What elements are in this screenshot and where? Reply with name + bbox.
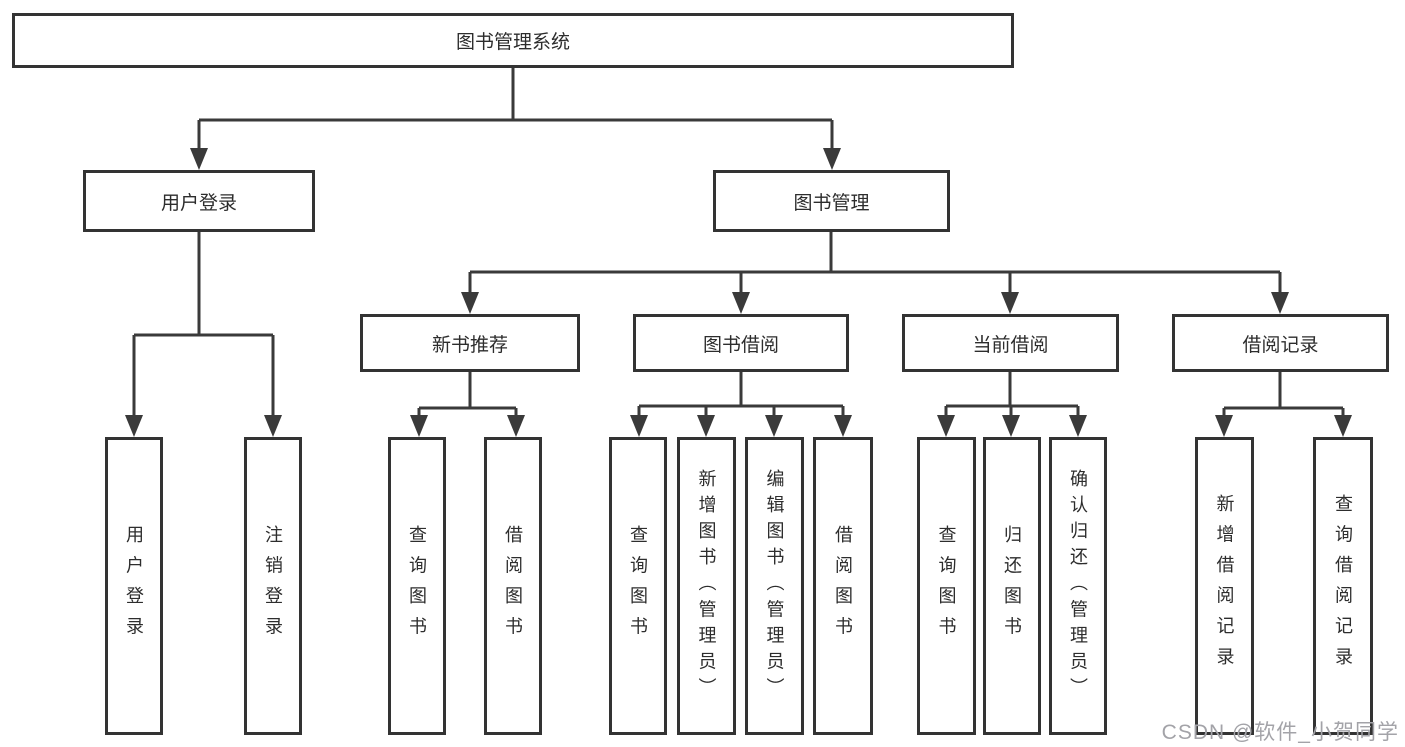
- arrowhead: [410, 415, 428, 437]
- arrowhead: [461, 292, 479, 314]
- leaf-query-books-recommend: 查询图书: [388, 437, 446, 735]
- csdn-watermark: CSDN @软件_小贺同学: [1161, 721, 1399, 744]
- arrowhead: [765, 415, 783, 437]
- leaf-logout: 注销登录: [244, 437, 302, 735]
- leaf-borrow-books-recommend: 借阅图书: [484, 437, 542, 735]
- arrowhead: [1069, 415, 1087, 437]
- node-book-management: 图书管理: [713, 170, 950, 232]
- arrowhead: [697, 415, 715, 437]
- arrowhead: [507, 415, 525, 437]
- leaf-edit-book-admin: 编辑图书（管理员）: [745, 437, 804, 735]
- arrowhead: [1002, 415, 1020, 437]
- arrowhead: [264, 415, 282, 437]
- arrowhead: [1001, 292, 1019, 314]
- node-user-login: 用户登录: [83, 170, 315, 232]
- leaf-user-login: 用户登录: [105, 437, 163, 735]
- leaf-query-books-current: 查询图书: [917, 437, 976, 735]
- arrowhead: [834, 415, 852, 437]
- arrowhead: [732, 292, 750, 314]
- arrowhead: [937, 415, 955, 437]
- node-library-management-system: 图书管理系统: [12, 13, 1014, 68]
- leaf-return-books: 归还图书: [983, 437, 1041, 735]
- node-current-borrowing: 当前借阅: [902, 314, 1119, 372]
- arrowhead: [823, 148, 841, 170]
- leaf-add-book-admin: 新增图书（管理员）: [677, 437, 736, 735]
- arrowhead: [630, 415, 648, 437]
- arrowhead: [1271, 292, 1289, 314]
- arrowhead: [125, 415, 143, 437]
- node-new-book-recommend: 新书推荐: [360, 314, 580, 372]
- leaf-confirm-return-admin: 确认归还（管理员）: [1049, 437, 1107, 735]
- node-book-borrowing: 图书借阅: [633, 314, 849, 372]
- leaf-add-borrow-record: 新增借阅记录: [1195, 437, 1254, 735]
- arrowhead: [1334, 415, 1352, 437]
- leaf-borrow-books-borrowing: 借阅图书: [813, 437, 873, 735]
- node-borrowing-records: 借阅记录: [1172, 314, 1389, 372]
- leaf-query-borrow-record: 查询借阅记录: [1313, 437, 1373, 735]
- leaf-query-books-borrowing: 查询图书: [609, 437, 667, 735]
- arrowhead: [190, 148, 208, 170]
- arrowhead: [1215, 415, 1233, 437]
